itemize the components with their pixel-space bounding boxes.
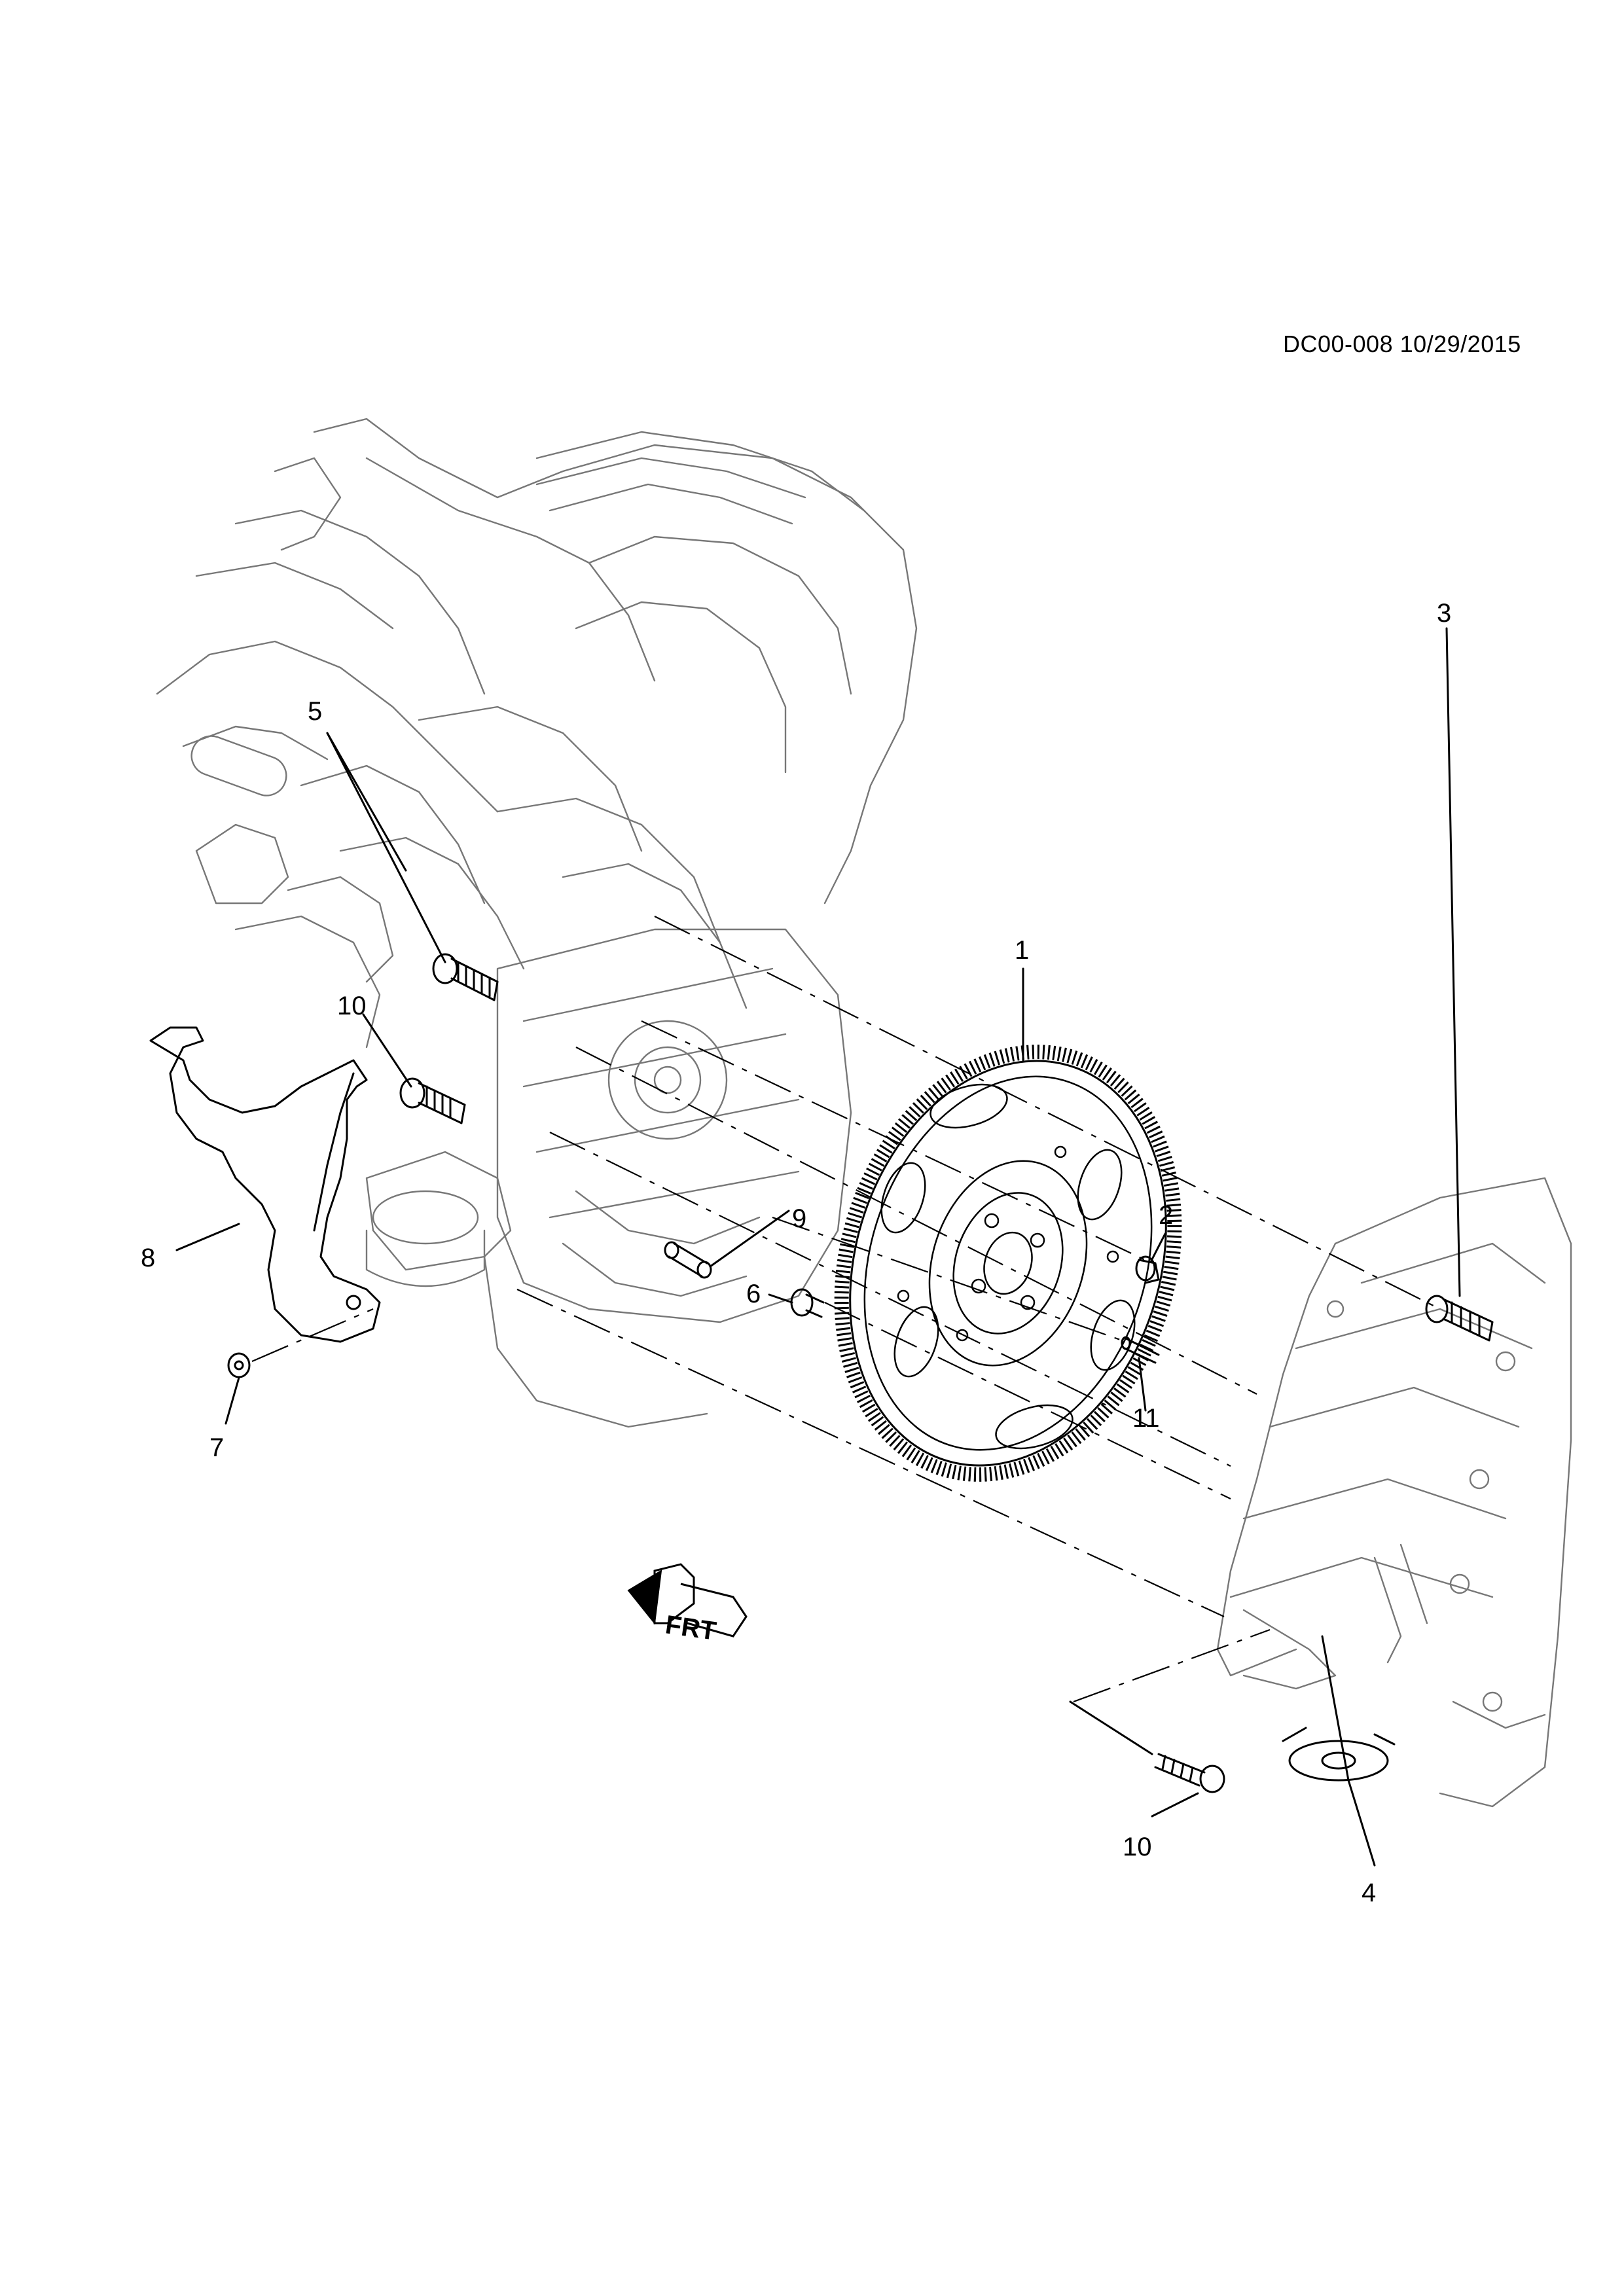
- callout-5: 5: [308, 697, 322, 726]
- callout-11: 11: [1132, 1404, 1160, 1433]
- callout-3: 3: [1437, 599, 1451, 628]
- bolt-part-10-lower: [1154, 1753, 1225, 1793]
- callout-7: 7: [209, 1433, 224, 1462]
- bolt-part-6: [790, 1288, 825, 1318]
- callout-10-lower: 10: [1123, 1833, 1152, 1861]
- bolt-part-5: [432, 953, 499, 1001]
- callout-2: 2: [1159, 1201, 1173, 1230]
- bolt-part-2: [1135, 1255, 1160, 1284]
- alignment-lines: [251, 916, 1441, 1703]
- bracket-part-8: [149, 1026, 381, 1343]
- nut-part-7: [227, 1352, 251, 1378]
- front-marker-label: FRT: [664, 1610, 718, 1645]
- front-direction-marker: FRT: [627, 1563, 748, 1646]
- stud-part-11: [1121, 1336, 1160, 1364]
- callout-1: 1: [1015, 936, 1029, 965]
- drawing-reference: DC00-008 10/29/2015: [1283, 331, 1521, 357]
- transmission-housing: [1216, 1177, 1572, 1808]
- callout-9: 9: [792, 1204, 806, 1233]
- callout-10-upper: 10: [337, 992, 367, 1020]
- flexplate-part-1: [834, 1045, 1182, 1482]
- callout-6: 6: [746, 1280, 761, 1308]
- bolt-part-10-upper: [399, 1077, 466, 1124]
- clip-part-4: [1282, 1727, 1396, 1782]
- bolt-part-3: [1425, 1295, 1494, 1342]
- callout-8: 8: [141, 1244, 155, 1272]
- engine-assembly: [156, 418, 918, 1428]
- leader-lines: [175, 627, 1461, 1867]
- callout-4: 4: [1362, 1878, 1376, 1907]
- dowel-part-9: [664, 1241, 712, 1279]
